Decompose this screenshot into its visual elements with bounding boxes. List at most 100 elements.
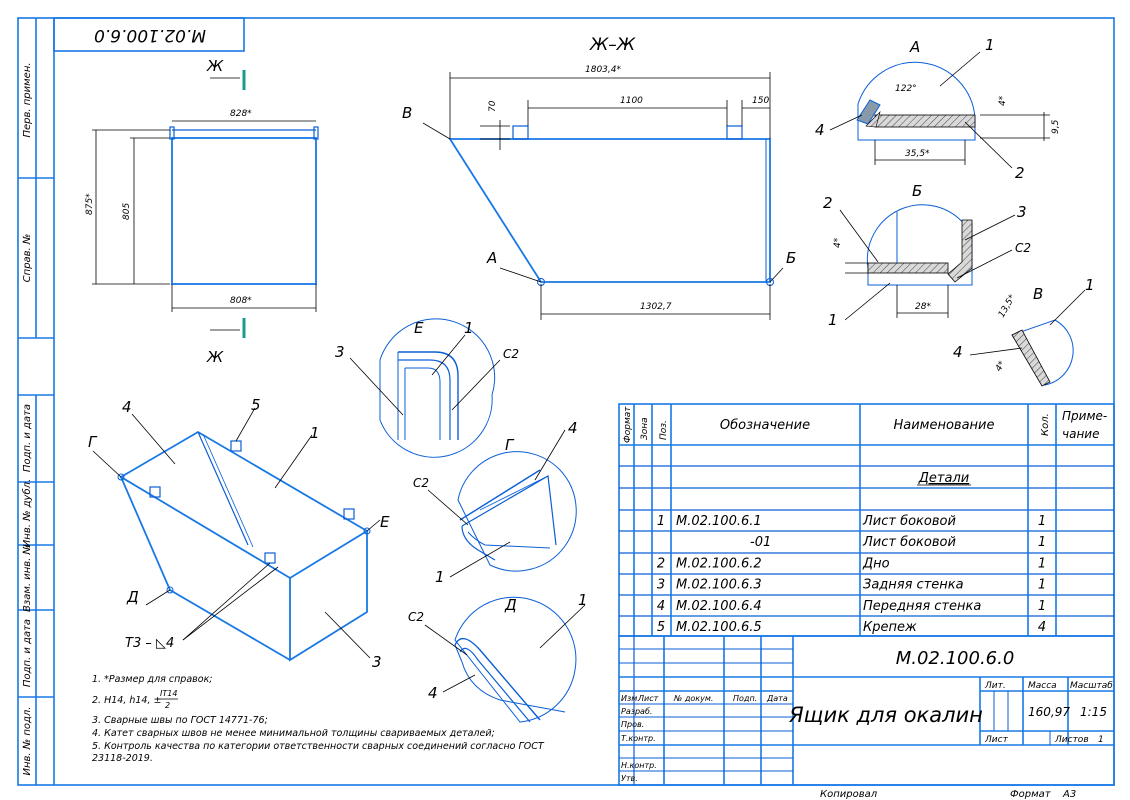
svg-text:4. Катет сварных швов не менее: 4. Катет сварных швов не менее минимальн… [92,728,495,739]
svg-text:Д: Д [126,588,139,606]
technical-notes: 1. *Размер для справок; 2. Н14, h14, ± I… [92,674,545,764]
svg-text:Т.контр.: Т.контр. [621,734,656,743]
svg-text:А3: А3 [1062,789,1076,800]
spec-cell-name: Лист боковой [862,514,956,529]
svg-text:Утв.: Утв. [621,774,638,783]
callout-v: В [402,104,412,122]
svg-text:1: 1 [310,424,320,442]
svg-text:1100: 1100 [620,96,643,106]
spec-cell-name: Задняя стенка [863,578,964,593]
detail-v: В 1 4 13,5* 4* [953,276,1095,387]
svg-text:С2: С2 [1015,241,1031,255]
svg-text:875*: 875* [85,193,95,215]
detail-a: А 122° 35,5* 4* 9,5 1 4 2 [815,36,1061,182]
svg-text:Поз.: Поз. [659,420,669,440]
callout-a: А [486,249,497,267]
svg-text:2: 2 [1015,164,1025,182]
left-strip: Перв. примен. Справ. № Подп. и дата Инв.… [18,18,54,785]
svg-text:Обозначение: Обозначение [720,418,810,433]
spec-cell-qty: 1 [1038,535,1046,550]
spec-cell-pos: 4 [657,599,665,614]
svg-text:122°: 122° [895,84,917,94]
svg-text:Н.контр.: Н.контр. [621,761,657,770]
spec-cell-qty: 1 [1038,556,1046,571]
strip-label-replace: Взам. инв. № [22,544,33,612]
spec-cell-designation: М.02.100.6.1 [676,514,762,529]
title-name: Ящик для окалин [788,703,983,727]
svg-text:5. Контроль качества по катего: 5. Контроль качества по категории ответс… [92,741,545,752]
note-header: Приме- [1062,409,1107,423]
svg-text:М.02.100.6.0: М.02.100.6.0 [94,25,206,45]
svg-text:1: 1 [828,311,838,329]
svg-text:828*: 828* [230,109,252,119]
spec-cell-designation: М.02.100.6.4 [676,599,762,614]
svg-text:1: 1 [578,591,588,609]
svg-text:4: 4 [953,343,963,361]
spec-cell-pos: 1 [657,514,665,529]
spec-cell-pos: 5 [657,620,665,635]
svg-text:35,5*: 35,5* [905,149,930,159]
svg-text:№ докум.: № докум. [673,694,713,703]
svg-text:Формат: Формат [1010,789,1052,800]
svg-text:А: А [909,38,920,56]
spec-cell-name: Лист боковой [862,535,956,550]
strip-label-first-use: Перв. примен. [22,62,33,137]
svg-text:2: 2 [165,701,170,710]
spec-cell-designation: М.02.100.6.3 [676,578,762,593]
svg-text:Разраб.: Разраб. [621,707,652,716]
detail-e: Е 3 1 С2 [335,318,519,458]
callout-b: Б [786,249,796,267]
spec-cell-pos: 2 [657,556,665,571]
section-view: Ж–Ж 1803,4* 1100 150 70 1302,7 В А Б [402,35,796,320]
svg-text:Листов: Листов [1054,735,1089,745]
svg-text:9,5: 9,5 [1051,119,1061,134]
strip-label-sign-1: Подп. и дата [22,404,33,472]
isometric-view: Г Е Д 4 5 1 3 Т3 – ◺4 [88,396,390,671]
svg-text:Масса: Масса [1028,681,1057,691]
svg-text:С2: С2 [413,476,429,490]
detail-g: Г 4 С2 1 [413,419,578,586]
svg-text:1302,7: 1302,7 [640,302,672,312]
svg-text:3. Сварные швы по ГОСТ 14771-7: 3. Сварные швы по ГОСТ 14771-76; [92,715,268,726]
svg-text:1: 1 [435,568,445,586]
svg-text:4: 4 [428,684,438,702]
svg-text:1803,4*: 1803,4* [585,65,621,75]
svg-text:Лист: Лист [637,694,659,703]
strip-label-dup: Инв. № дубл. [21,479,33,547]
svg-text:1: 1 [985,36,995,54]
spec-table: Формат Зона Поз. Обозначение Наименовани… [618,403,1115,637]
svg-text:4: 4 [815,121,825,139]
spec-section: Детали [918,471,969,486]
svg-text:Масштаб: Масштаб [1070,681,1113,691]
svg-text:5: 5 [251,396,261,414]
svg-text:Наименование: Наименование [893,418,994,433]
spec-cell-designation: М.02.100.6.5 [676,620,762,635]
svg-text:Зона: Зона [640,417,650,440]
cut-label-top: Ж [206,57,224,75]
svg-text:Кол.: Кол. [1040,413,1051,436]
svg-text:Лист: Лист [984,735,1009,745]
svg-text:Д: Д [504,596,517,614]
svg-text:Е: Е [380,513,390,531]
svg-text:В: В [1033,285,1043,303]
detail-d: Д 1 С2 4 [408,591,588,723]
svg-text:1: 1 [1085,276,1095,294]
title-designation: М.02.100.6.0 [896,648,1015,669]
svg-text:70: 70 [488,100,498,112]
spec-cell-name: Крепеж [863,620,917,635]
svg-text:Копировал: Копировал [820,789,878,800]
svg-text:4: 4 [568,419,578,437]
svg-text:28*: 28* [915,302,931,312]
designation-box-top: М.02.100.6.0 [53,17,245,52]
title-block: М.02.100.6.0 Ящик для окалин Лит. Масса … [618,635,1115,786]
svg-text:Б: Б [912,182,922,200]
svg-text:С2: С2 [503,347,519,361]
svg-text:1. *Размер для справок;: 1. *Размер для справок; [92,674,213,685]
spec-cell-name: Передняя стенка [863,599,981,614]
svg-text:3: 3 [335,343,345,361]
svg-text:3: 3 [372,653,382,671]
spec-cell-pos: 3 [657,578,665,593]
weld-symbol: Т3 – ◺4 [125,636,174,651]
mass-value: 160,97 [1028,705,1070,719]
spec-cell-name: Дно [862,556,890,571]
